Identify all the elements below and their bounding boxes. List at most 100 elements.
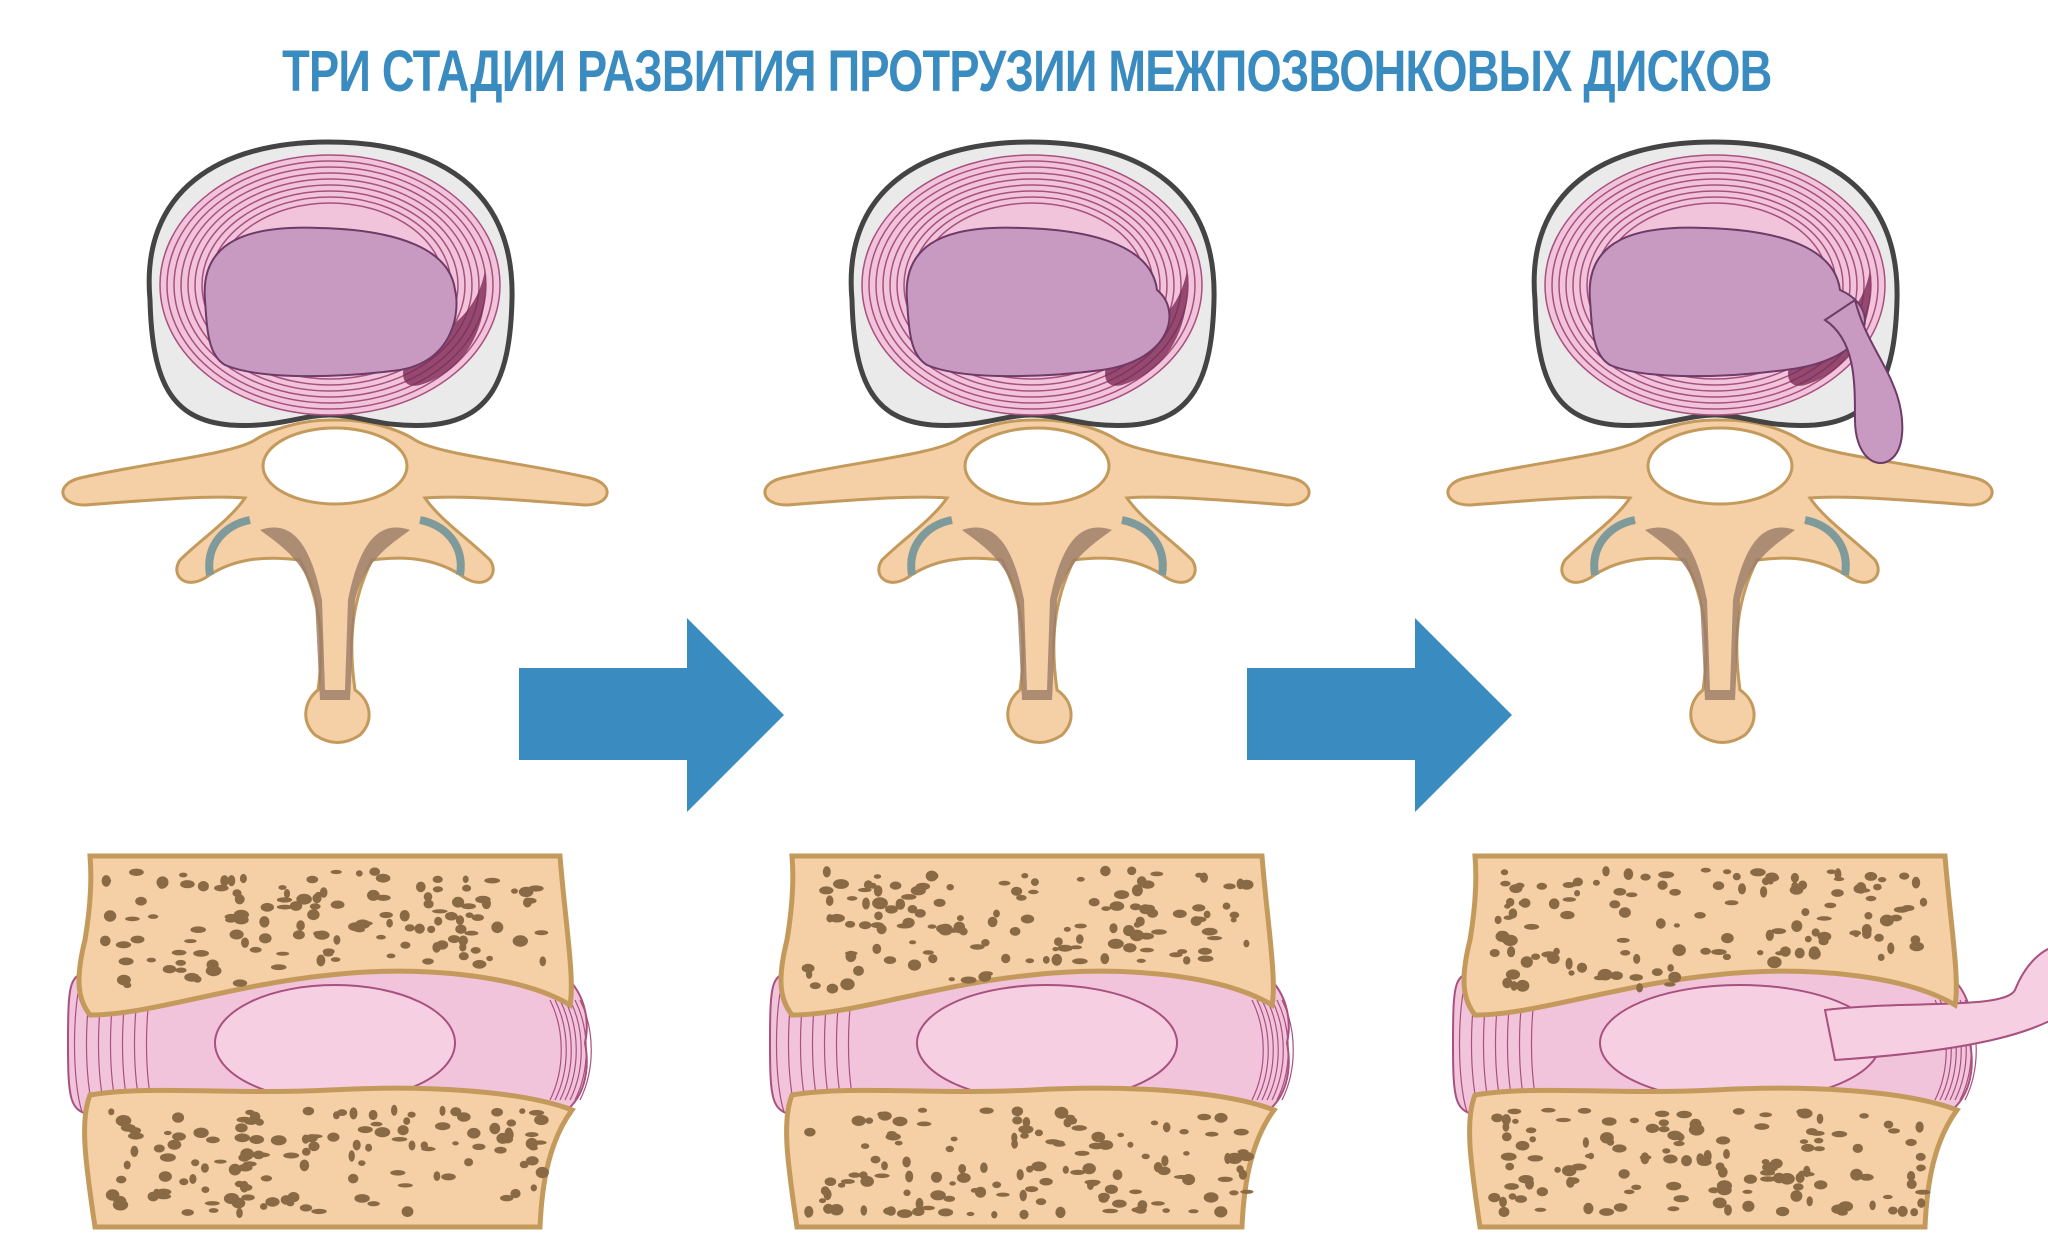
bone-pore — [1011, 1106, 1024, 1117]
bone-pore — [1874, 933, 1884, 942]
bone-pore — [901, 894, 917, 900]
annulus-lamella — [187, 178, 473, 392]
bone-pore — [127, 1132, 144, 1140]
bone-pore — [525, 1137, 538, 1150]
bone-pore — [220, 875, 229, 887]
bone-pore — [184, 939, 197, 944]
bone-pore — [1879, 914, 1894, 927]
bone-pore — [1853, 884, 1864, 894]
diagram-title: ТРИ СТАДИИ РАЗВИТИЯ ПРОТРУЗИИ МЕЖПОЗВОНК… — [282, 39, 1772, 104]
bone-pore — [1123, 943, 1137, 953]
bone-pore — [1151, 929, 1167, 935]
bone-pore — [916, 1121, 932, 1127]
bone-pore — [1583, 1202, 1594, 1215]
bone-pore — [225, 917, 237, 923]
bone-pore — [851, 1115, 866, 1127]
bone-pore — [1554, 1166, 1561, 1173]
bone-pore — [1063, 926, 1071, 932]
bone-pore — [1689, 1118, 1702, 1130]
bone-pore — [386, 918, 393, 928]
bone-pore — [1082, 1163, 1096, 1175]
bone-pore — [1057, 944, 1073, 952]
bone-pore — [236, 1207, 243, 1219]
bone-pore — [1536, 882, 1548, 890]
bone-pore — [206, 1136, 220, 1144]
bone-pore — [914, 909, 926, 918]
bone-pore — [1613, 888, 1627, 896]
bone-pore — [1672, 944, 1686, 957]
bone-pore — [1028, 889, 1039, 895]
bone-pore — [535, 1166, 549, 1179]
annulus-lamella — [903, 190, 1161, 380]
bone-pore — [1850, 1168, 1863, 1181]
bone-pore — [1136, 958, 1146, 963]
bone-pore — [1667, 1130, 1683, 1141]
annulus-lamella — [180, 172, 480, 398]
bone-pore — [1506, 897, 1515, 907]
bone-pore — [489, 1122, 501, 1135]
bone-pore — [1813, 1146, 1825, 1152]
bone-pore — [1567, 1177, 1580, 1184]
bone-pore — [1018, 1125, 1034, 1134]
bone-pore — [1150, 871, 1164, 877]
bone-pore — [445, 911, 458, 921]
bone-pore — [1025, 1186, 1039, 1193]
bone-pore — [244, 1119, 258, 1125]
bone-pore — [241, 1194, 255, 1201]
bone-pore — [1100, 953, 1110, 965]
bone-pore — [902, 917, 915, 928]
bone-pore — [1229, 1190, 1239, 1196]
bone-pore — [1882, 1194, 1893, 1200]
facet-joint-right — [419, 516, 465, 576]
bone-pore — [1062, 1165, 1069, 1174]
bone-pore — [895, 898, 906, 910]
facet-joint-left — [907, 516, 953, 576]
bone-pore — [1076, 934, 1084, 944]
bone-pore — [255, 1118, 264, 1126]
bone-pore — [539, 956, 547, 967]
bone-pore — [1021, 873, 1029, 879]
bone-pore — [1616, 937, 1630, 943]
bone-pore — [400, 941, 411, 949]
bone-pore — [981, 939, 990, 947]
bone-pore — [260, 1175, 273, 1182]
bone-pore — [845, 950, 857, 963]
facet-joint-right — [1804, 516, 1850, 576]
bone-pore — [1502, 977, 1513, 989]
bone-pore — [970, 1188, 980, 1193]
bone-pore — [1865, 895, 1877, 902]
bone-pore — [201, 1186, 210, 1193]
bone-pore — [115, 1115, 132, 1127]
bone-pore — [931, 1171, 942, 1183]
bone-pore — [872, 897, 888, 910]
bone-pore — [319, 887, 328, 898]
bone-pore — [259, 933, 272, 944]
bone-pore — [1831, 1204, 1846, 1214]
bone-pore — [903, 1189, 911, 1197]
bone-pore — [823, 1203, 834, 1214]
bone-pore — [1201, 927, 1218, 936]
bone-pore — [1501, 1132, 1512, 1142]
bone-pore — [172, 1132, 186, 1141]
side-lamella — [1256, 999, 1269, 1101]
bone-pore — [427, 925, 436, 934]
bone-pore — [1618, 907, 1631, 918]
bone-pore — [200, 1163, 209, 1173]
bone-pore — [1597, 968, 1613, 981]
bone-pore — [1801, 1172, 1815, 1177]
bone-pore — [862, 897, 870, 910]
bone-pore — [270, 1135, 287, 1146]
bone-pore — [472, 959, 487, 969]
bone-pore — [432, 942, 441, 953]
bone-pore — [1657, 880, 1668, 890]
bone-pore — [998, 880, 1011, 886]
bone-pore — [470, 947, 481, 954]
bone-pore — [1520, 956, 1533, 968]
bone-pore — [1161, 1155, 1169, 1167]
bone-pore — [1654, 1110, 1670, 1118]
bone-pore — [434, 916, 443, 926]
bone-pore — [206, 959, 219, 970]
bone-pore — [1684, 1156, 1692, 1162]
bone-pore — [327, 1132, 340, 1142]
side-lamella — [1276, 999, 1289, 1101]
